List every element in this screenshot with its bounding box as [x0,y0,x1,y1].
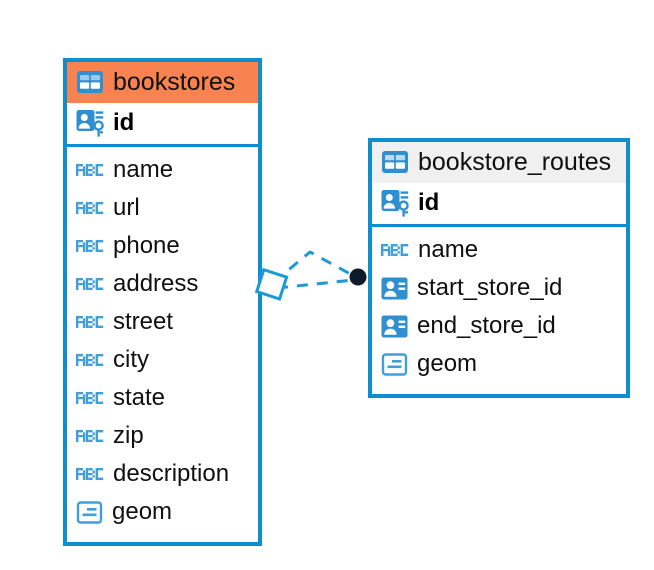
field-label: state [113,384,166,411]
field-label: id [113,109,135,136]
field-row-start-store-id[interactable]: start_store_id [372,269,626,307]
primary-key-icon [381,188,409,218]
field-label: start_store_id [417,274,563,301]
table-grid-icon [76,68,104,96]
field-label: city [113,346,149,373]
abc-text-icon [76,465,104,483]
field-row-primary-key[interactable]: id [372,183,626,227]
field-label: address [113,270,199,297]
field-label: id [418,189,440,216]
field-row-city[interactable]: city [67,341,258,379]
relationship-circle-marker [349,268,367,286]
field-row-name[interactable]: name [372,231,626,269]
field-label: zip [113,422,144,449]
abc-text-icon [76,427,104,445]
field-row-geom[interactable]: geom [372,345,626,383]
field-row-geom[interactable]: geom [67,493,258,531]
foreign-key-icon [381,275,408,302]
relationship-line-upper [273,250,355,284]
abc-text-icon [76,313,104,331]
abc-text-icon [76,351,104,369]
field-list-bookstore-routes: name start_store_id [372,227,626,388]
field-row-address[interactable]: address [67,265,258,303]
field-label: end_store_id [417,312,556,339]
entity-bookstore-routes[interactable]: bookstore_routes id [368,138,630,398]
field-row-primary-key[interactable]: id [67,103,258,147]
field-label: url [113,194,140,221]
entity-bookstores[interactable]: bookstores id [63,58,262,546]
abc-text-icon [76,389,104,407]
field-row-street[interactable]: street [67,303,258,341]
field-list-bookstores: name u [67,147,258,536]
field-row-state[interactable]: state [67,379,258,417]
field-label: name [418,236,479,263]
field-label: street [113,308,174,335]
field-row-description[interactable]: description [67,455,258,493]
field-row-url[interactable]: url [67,189,258,227]
abc-text-icon [76,275,104,293]
abc-text-icon [76,199,104,217]
geometry-icon [76,499,103,526]
geometry-icon [381,351,408,378]
abc-text-icon [381,241,409,259]
field-label: geom [112,498,173,525]
field-label: phone [113,232,180,259]
field-row-end-store-id[interactable]: end_store_id [372,307,626,345]
table-grid-icon [381,148,409,176]
entity-title: bookstores [113,67,236,96]
field-row-phone[interactable]: phone [67,227,258,265]
entity-header-bookstore-routes[interactable]: bookstore_routes [372,142,626,183]
abc-text-icon [76,161,104,179]
primary-key-icon [76,108,104,138]
field-label: geom [417,350,478,377]
foreign-key-icon [381,313,408,340]
field-row-name[interactable]: name [67,151,258,189]
abc-text-icon [76,237,104,255]
field-row-zip[interactable]: zip [67,417,258,455]
entity-title: bookstore_routes [418,147,612,176]
relationship-line-lower [276,278,355,290]
field-label: description [113,460,230,487]
entity-header-bookstores[interactable]: bookstores [67,62,258,103]
field-label: name [113,156,174,183]
